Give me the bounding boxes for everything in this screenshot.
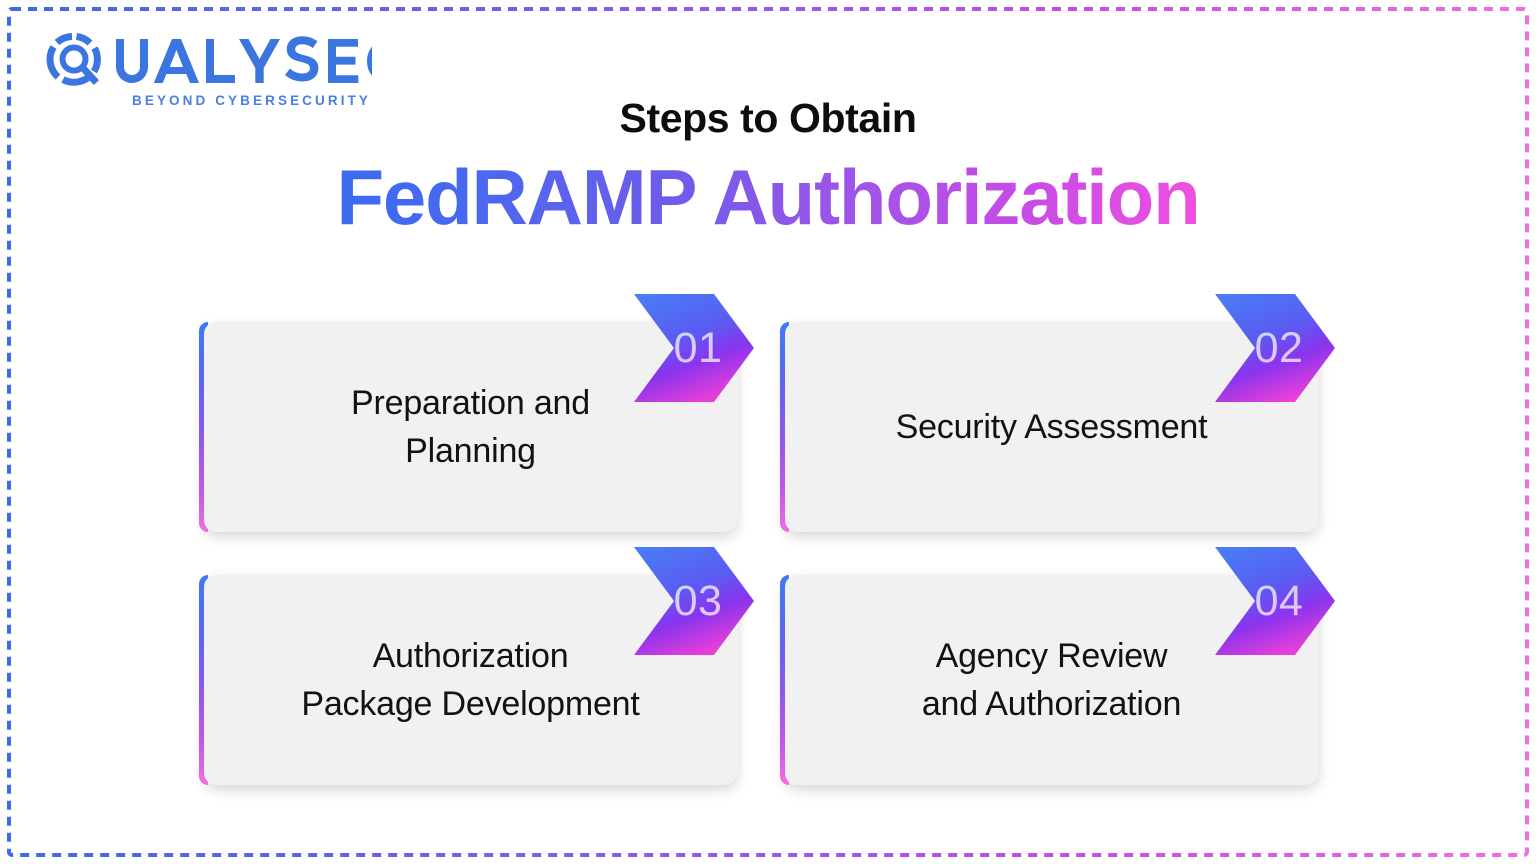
step-card-02[interactable]: Security Assessment 02: [780, 294, 1335, 532]
step-label: Preparation and Planning: [351, 383, 590, 470]
step-number-badge: 01: [626, 294, 754, 402]
step-card-03[interactable]: Authorization Package Development 03: [199, 547, 754, 785]
step-label: Agency Review and Authorization: [921, 636, 1182, 723]
step-card-01[interactable]: Preparation and Planning 01: [199, 294, 754, 532]
heading-block: Steps to Obtain FedRAMP Authorization: [0, 95, 1536, 242]
qualysec-q-magnifier-logo-icon: [36, 30, 372, 88]
step-number-badge: 03: [626, 547, 754, 655]
step-card-04[interactable]: Agency Review and Authorization 04: [780, 547, 1335, 785]
step-label: Security Assessment: [895, 407, 1208, 446]
step-number-badge: 02: [1207, 294, 1335, 402]
step-number-badge: 04: [1207, 547, 1335, 655]
page-title: FedRAMP Authorization: [336, 153, 1200, 242]
steps-grid: Preparation and Planning 01: [199, 294, 1335, 785]
eyebrow-title: Steps to Obtain: [619, 95, 917, 141]
logo-mark-row: [36, 30, 372, 88]
